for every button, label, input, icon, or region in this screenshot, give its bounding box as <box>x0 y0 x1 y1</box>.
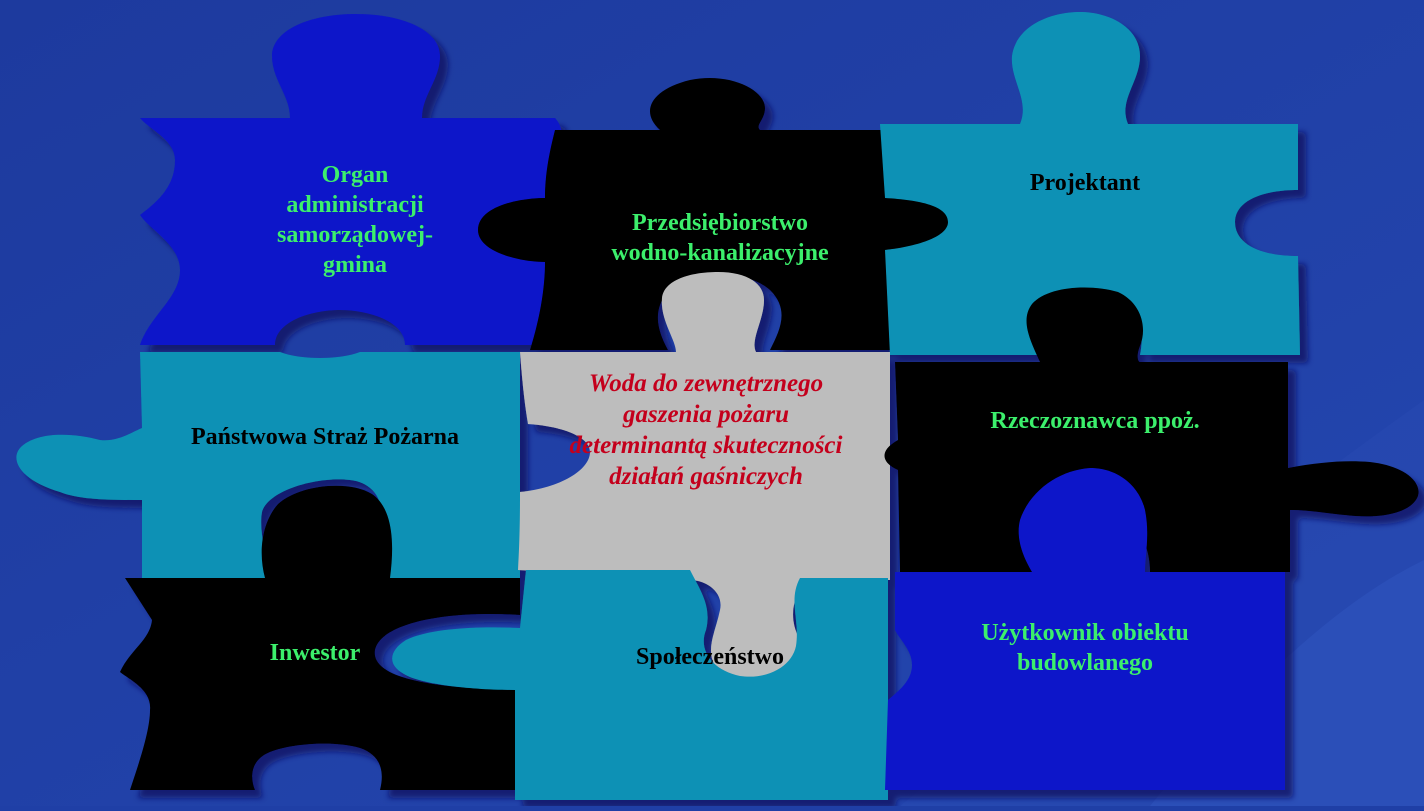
label-line: Rzeczoznawca ppoż. <box>990 408 1200 434</box>
puzzle-piece-projektant <box>880 12 1300 355</box>
label-line: budowlanego <box>1016 650 1154 676</box>
label-projektant: Projektant <box>960 168 1210 198</box>
puzzle-piece-rzeczoznawca <box>884 287 1419 572</box>
label-line: Inwestor <box>269 640 361 666</box>
label-organ: Organ administracji samorządowej-gmina <box>250 160 460 280</box>
label-line: wodno-kanalizacyjne <box>611 240 829 266</box>
label-center: Woda do zewnętrznego gaszenia pożaru deter… <box>520 368 892 492</box>
label-line: Projektant <box>1029 170 1141 196</box>
puzzle-piece-spoleczenstwo <box>392 570 888 800</box>
label-inwestor: Inwestor <box>240 638 390 668</box>
label-line: administracji <box>286 192 424 218</box>
label-line: Organ <box>321 162 389 188</box>
puzzle-piece-organ <box>140 14 566 345</box>
puzzle-piece-center <box>518 272 890 684</box>
puzzle-piece-uzytkownik <box>885 468 1285 790</box>
label-line: samorządowej- <box>277 222 433 248</box>
label-psp: Państwowa Straż Pożarna <box>140 422 510 452</box>
label-line: determinantą skuteczności <box>569 432 843 459</box>
label-line: Społeczeństwo <box>636 644 784 670</box>
puzzle-piece-przedsiebiorstwo <box>478 78 955 350</box>
puzzle-piece-psp <box>16 352 521 588</box>
label-line: Użytkownik obiektu <box>981 620 1189 646</box>
puzzle-piece-inwestor <box>120 485 520 790</box>
label-line: Państwowa Straż Pożarna <box>191 424 459 450</box>
label-rzeczoznawca: Rzeczoznawca ppoż. <box>930 406 1260 436</box>
label-line: Woda do zewnętrznego <box>588 370 824 397</box>
label-line: działań gaśniczych <box>609 463 803 490</box>
label-line: Przedsiębiorstwo <box>632 210 808 236</box>
label-przedsiebiorstwo: Przedsiębiorstwo wodno-kanalizacyjne <box>560 208 880 268</box>
label-spoleczenstwo: Społeczeństwo <box>580 642 840 672</box>
label-uzytkownik: Użytkownik obiektu budowlanego <box>910 618 1260 678</box>
label-line: gmina <box>322 252 387 278</box>
label-line: gaszenia pożaru <box>622 401 789 428</box>
